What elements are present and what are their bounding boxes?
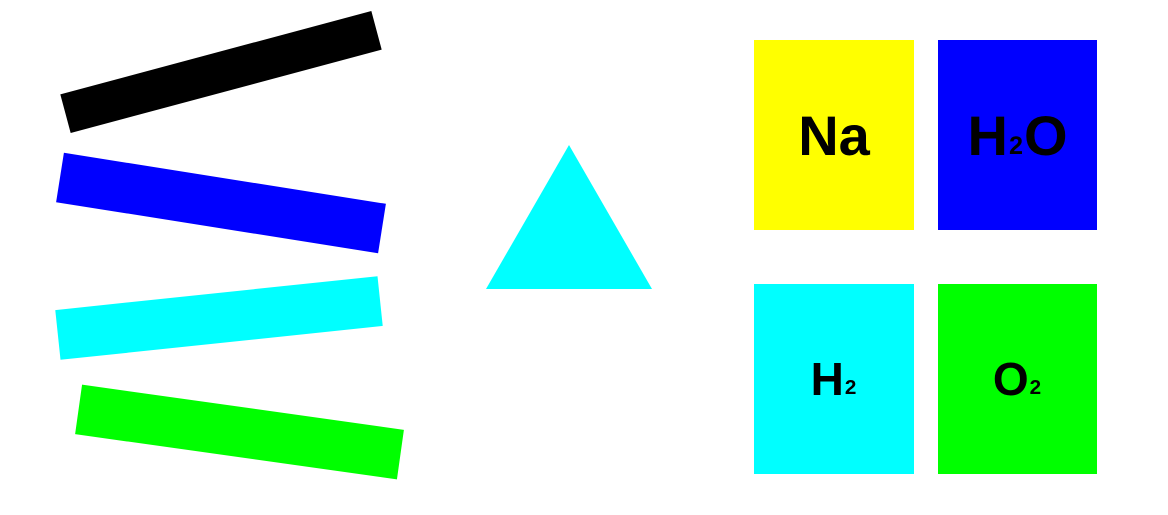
cyan-triangle bbox=[486, 145, 652, 289]
triangle-shape bbox=[486, 145, 652, 289]
tile-h2-main: H bbox=[810, 353, 844, 405]
green-bar bbox=[75, 384, 404, 480]
tile-na: Na bbox=[754, 40, 914, 230]
blue-bar bbox=[56, 152, 386, 254]
tile-h2-subscript: 2 bbox=[844, 376, 857, 400]
tile-na-main: Na bbox=[798, 103, 870, 167]
tile-h2o-main: H bbox=[967, 103, 1008, 167]
tile-h2o-subscript: 2 bbox=[1008, 131, 1023, 160]
tile-h2o-tail: O bbox=[1023, 103, 1068, 167]
black-bar bbox=[60, 11, 382, 133]
tile-o2-main: O bbox=[992, 353, 1029, 405]
cyan-bar bbox=[55, 276, 383, 360]
tile-o2-subscript: 2 bbox=[1029, 376, 1042, 400]
